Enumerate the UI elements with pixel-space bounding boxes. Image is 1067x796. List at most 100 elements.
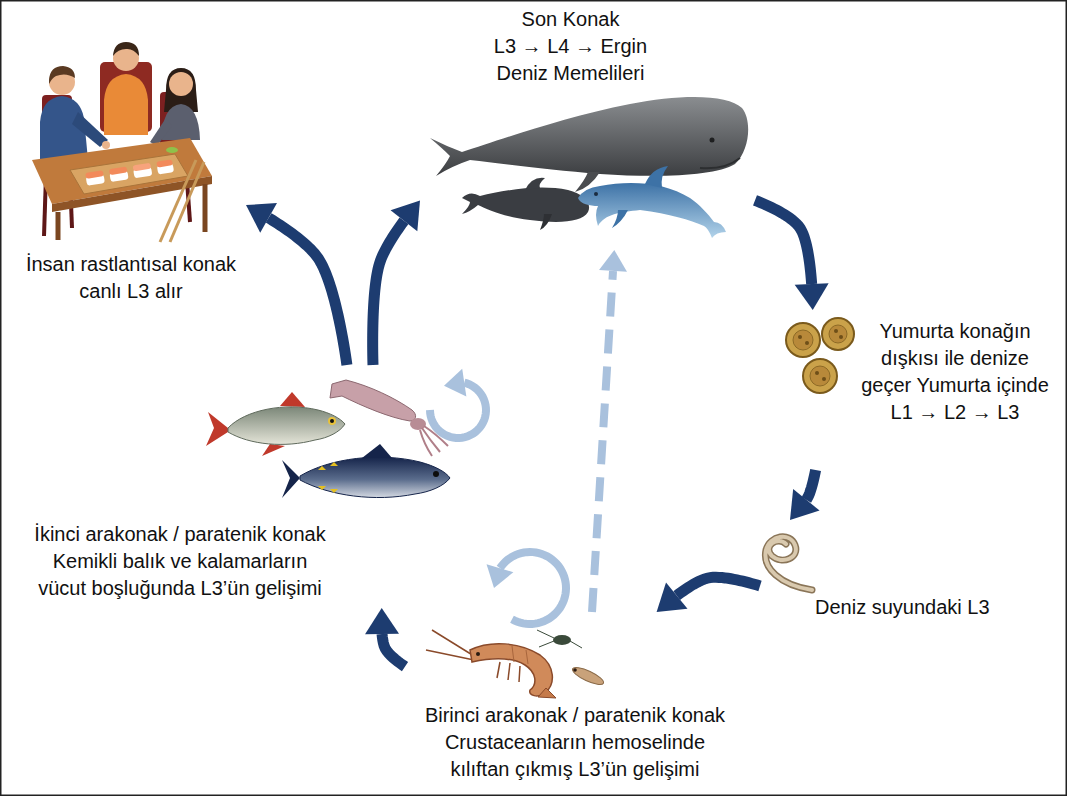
arrow-head [487, 564, 514, 588]
arrow-shaft [373, 221, 404, 365]
label-group: Deniz suyundaki L3 [815, 594, 990, 621]
egg-illustration [805, 341, 809, 345]
crustacean-illustration [538, 688, 556, 698]
diners-illustration [113, 42, 139, 56]
fish-illustration [282, 460, 300, 498]
label-group: İkinci arakonak / paratenik konak Kemikl… [30, 521, 330, 602]
stage-node: İkinci arakonak / paratenik konak Kemikl… [25, 365, 460, 608]
arrow-head [795, 283, 829, 310]
egg-illustration [822, 318, 854, 350]
pilot-whale-illustration [462, 178, 589, 230]
label-group: İnsan rastlantısal konak canlı L3 alır [20, 251, 242, 305]
crustacean-illustration [539, 641, 554, 647]
fish-illustration [206, 412, 228, 446]
arrow-head [657, 582, 688, 612]
diners-illustration [160, 160, 196, 242]
diners-illustration [56, 212, 61, 240]
crustacean-illustration [476, 652, 480, 656]
pilot-whale-illustration [462, 188, 589, 222]
fish-illustration [280, 392, 305, 407]
egg-illustration [822, 377, 826, 381]
arrow-shaft [592, 271, 613, 612]
arrow-shaft [269, 218, 347, 365]
crustacean-illustration [426, 650, 474, 660]
fish-illustration [420, 430, 432, 456]
dolphin-illustration [612, 210, 628, 228]
crustacean-illustration [573, 668, 577, 672]
node-label: Son Konak [483, 6, 658, 33]
diners-illustration [133, 163, 152, 172]
label-group: Yumurta konağın dışkısı ile denize geçer… [860, 318, 1050, 426]
arrow-head [444, 369, 466, 397]
arrow-shaft [382, 634, 405, 667]
fish-illustration [262, 444, 285, 456]
stage-node: Son KonakL3 → L4 → Ergin Deniz Memeliler… [420, 2, 755, 250]
node-label: Deniz suyundaki L3 [815, 594, 990, 621]
diners-illustration [102, 141, 110, 149]
connector-arrow [365, 608, 405, 667]
label-group: Birinci arakonak / paratenik konak Crust… [417, 702, 733, 783]
arrow-head [790, 489, 820, 520]
connector-arrow [487, 552, 566, 624]
crustacean-illustration [537, 630, 554, 638]
egg-illustration [793, 330, 813, 350]
diners-illustration [32, 42, 212, 242]
arrow-shaft [500, 552, 566, 624]
crustacean-illustration [570, 664, 605, 687]
dolphin-illustration [645, 166, 668, 188]
crustacean-illustration [508, 663, 510, 680]
fish-illustration [206, 380, 450, 498]
arrow-head [391, 200, 420, 231]
arrow-shaft [806, 470, 815, 500]
crustacean-illustration [526, 650, 528, 664]
diners-illustration [85, 170, 104, 179]
fish-illustration [300, 457, 450, 497]
label-group: Son KonakL3 → L4 → Ergin Deniz Memeliler… [483, 6, 658, 87]
diners-illustration [104, 74, 148, 135]
arrow-shaft [677, 577, 760, 595]
pilot-whale-illustration [540, 214, 552, 230]
node-label: Birinci arakonak / paratenik konak Crust… [417, 702, 733, 783]
dolphin-illustration [578, 166, 726, 238]
diners-illustration [166, 147, 178, 153]
egg-illustration [839, 335, 843, 339]
diners-illustration [70, 154, 188, 194]
stage-node: Deniz suyundaki L3 [760, 520, 1010, 630]
egg-illustration [834, 329, 838, 333]
arrow-shaft [755, 200, 812, 284]
fish-illustration [410, 418, 426, 430]
arrow-head [599, 250, 627, 272]
diners-illustration [49, 66, 75, 84]
fish-illustration [330, 419, 334, 423]
diners-illustration [85, 159, 174, 186]
egg-illustration [815, 371, 819, 375]
whale-illustration [710, 138, 715, 143]
egg-illustration [810, 366, 830, 386]
egg-illustration [803, 359, 837, 393]
diners-illustration [170, 162, 204, 242]
node-label: İnsan rastlantısal konak canlı L3 alır [20, 251, 242, 305]
larva-illustration [765, 537, 812, 590]
fish-illustration [330, 380, 416, 421]
diners-illustration [109, 166, 128, 175]
connector-arrow [430, 369, 486, 438]
crustacean-illustration [553, 635, 571, 645]
egg-illustration [798, 335, 802, 339]
crustacean-illustration [426, 630, 606, 698]
diners-illustration [72, 112, 108, 147]
node-label: İkinci arakonak / paratenik konak Kemikl… [30, 521, 330, 602]
crustacean-illustration [512, 646, 514, 662]
crustacean-illustration [570, 641, 582, 648]
node-label: L3 → L4 → Ergin Deniz Memelileri [483, 33, 658, 87]
stage-node: Birinci arakonak / paratenik konak Crust… [405, 612, 745, 794]
stage-node: İnsan rastlantısal konak canlı L3 alır [15, 40, 246, 315]
dolphin-illustration [578, 183, 726, 238]
node-label: Yumurta konağın dışkısı ile denize geçer… [860, 318, 1050, 426]
fish-illustration [362, 444, 392, 458]
fish-illustration [328, 417, 336, 425]
fish-illustration [228, 407, 345, 445]
crustacean-illustration [519, 666, 520, 682]
